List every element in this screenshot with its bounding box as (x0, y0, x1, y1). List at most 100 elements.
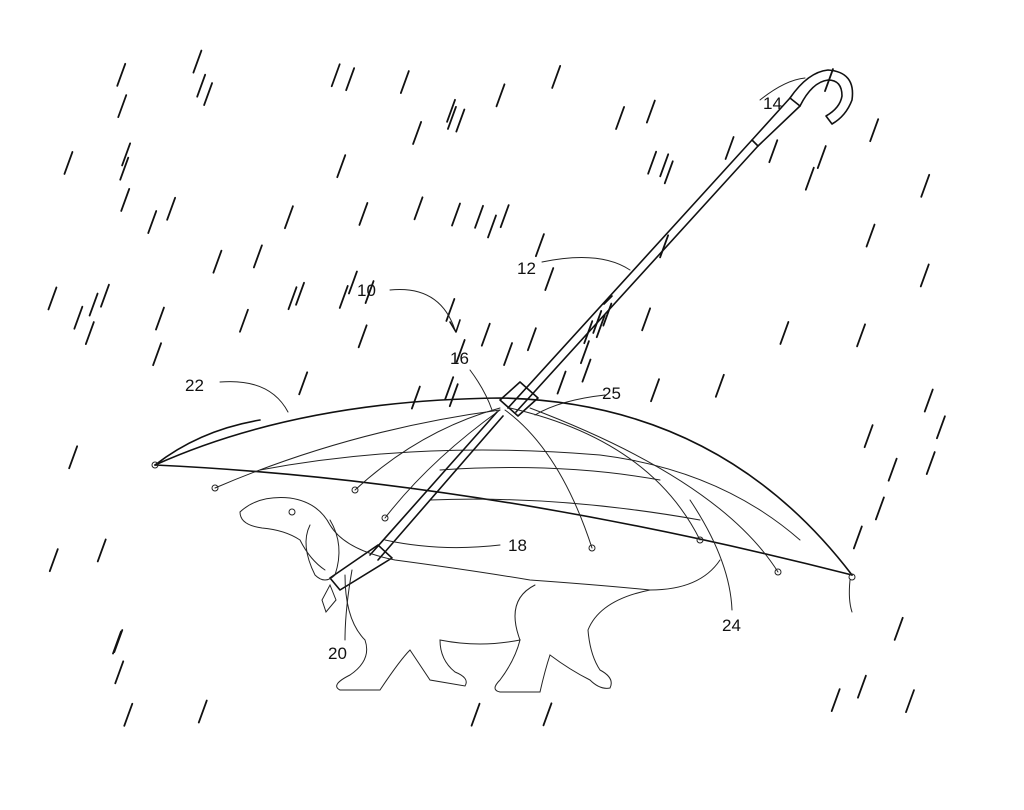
rain-streak (123, 702, 134, 727)
rain-streak (595, 314, 606, 339)
rain-streak (714, 373, 725, 398)
rain-streak (857, 674, 867, 699)
rain-streak (119, 156, 130, 181)
rain-streak (448, 383, 459, 408)
rain-streak (503, 342, 513, 366)
rain-streak (551, 65, 562, 89)
rain-streak (641, 307, 652, 332)
rain-streak (581, 358, 592, 383)
rain-streak (88, 292, 99, 317)
rain-streak (114, 660, 125, 685)
rain-streak (147, 210, 158, 234)
rain-streak (252, 244, 263, 269)
rain-streak (663, 160, 674, 185)
rain-streak (399, 70, 410, 94)
label-22: 22 (185, 376, 204, 395)
leash-rod (329, 411, 504, 591)
rain-streak (410, 385, 421, 410)
rain-streak (830, 688, 841, 713)
rain-streak (580, 340, 590, 365)
rain-streak (112, 630, 122, 655)
rain-streak (936, 415, 946, 440)
rain-streak (920, 173, 931, 198)
rain-streak (120, 188, 131, 212)
rain-streak (203, 82, 214, 106)
rain-streak (724, 136, 735, 160)
label-16: 16 (450, 349, 469, 368)
rain-streak (166, 196, 177, 221)
rain-streak (923, 388, 934, 413)
rain-streak (445, 298, 456, 322)
rain-streak (364, 280, 375, 304)
rain-streak (96, 538, 107, 563)
label-10: 10 (357, 281, 376, 300)
rain-streak (48, 548, 59, 573)
rain-streak (357, 324, 368, 349)
rain-streak (284, 205, 294, 230)
rain-streak (534, 233, 545, 258)
rain-streak (480, 322, 491, 347)
rain-streak (768, 139, 779, 164)
rain-streak (542, 702, 553, 727)
rain-streak (413, 196, 424, 221)
rain-streak (470, 702, 481, 727)
rain-streak (196, 73, 207, 98)
rain-streak (239, 308, 249, 333)
label-20: 20 (328, 644, 347, 663)
rain-streak (602, 302, 613, 327)
rain-streak (487, 214, 497, 239)
label-18: 18 (508, 536, 527, 555)
rain-streak (47, 286, 58, 311)
rain-streak (779, 321, 790, 345)
rain-streak (905, 689, 915, 714)
rain-streak (804, 166, 815, 191)
rain-streak (63, 151, 74, 175)
rain-streak (212, 249, 223, 274)
rain-streak (659, 234, 670, 259)
rain-streak (298, 371, 309, 396)
rain-streak (451, 202, 461, 227)
rain-streak (412, 121, 423, 145)
rain-streak (869, 118, 880, 143)
rain-streak (856, 323, 866, 348)
rain-streak (556, 370, 567, 395)
rain-streak (84, 321, 95, 345)
rain-streak (345, 67, 356, 92)
rain-streak (444, 376, 455, 401)
rain-streak (863, 424, 874, 449)
rain-streak (68, 445, 79, 470)
rain-streak (887, 457, 898, 482)
label-14: 14 (763, 94, 782, 113)
rain-streak (874, 496, 885, 521)
rain-streak (816, 145, 827, 170)
rain-streak (155, 306, 165, 331)
rain-streak (73, 305, 84, 330)
rain-streak (852, 525, 863, 550)
label-12: 12 (517, 259, 536, 278)
rain-streak (100, 283, 110, 308)
umbrella-canopy (151, 397, 856, 613)
rain-streak (659, 153, 670, 178)
rain-streak (121, 142, 132, 167)
rain-streak (645, 99, 656, 124)
rain-streak (499, 204, 510, 229)
rain-streak (544, 267, 555, 291)
rain-streak (295, 281, 305, 306)
rain-streak (495, 83, 506, 108)
umbrella-shaft (499, 69, 854, 417)
rain-streak (287, 286, 298, 311)
rain-streak (647, 150, 658, 175)
rain-streak (348, 270, 358, 295)
rain-streaks (47, 49, 946, 727)
dog (239, 497, 721, 693)
label-25: 25 (602, 384, 621, 403)
rain-streak (192, 49, 203, 74)
rain-streak (338, 285, 349, 309)
rain-streak (358, 202, 369, 226)
rain-streak (474, 204, 484, 229)
rain-streak (336, 154, 347, 179)
rain-streak (447, 105, 457, 130)
label-24: 24 (722, 616, 741, 635)
